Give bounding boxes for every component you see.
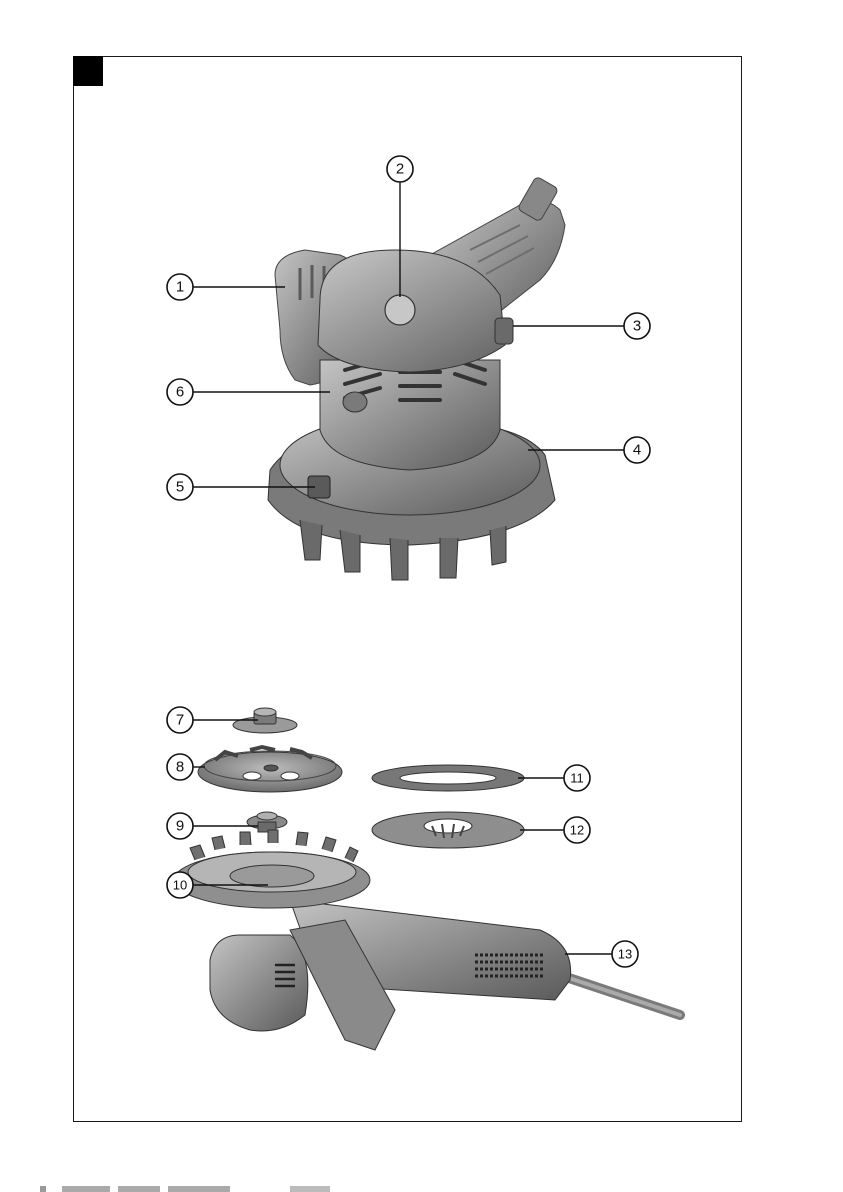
- lock-button: [343, 392, 367, 412]
- callout-9: 9: [167, 813, 193, 839]
- callout-3-label: 3: [633, 318, 641, 335]
- callout-2: 2: [387, 156, 413, 182]
- callout-11-label: 11: [570, 771, 584, 786]
- callout-10-label: 10: [173, 878, 187, 893]
- part-cup-wheel: [198, 747, 342, 792]
- callout-6: 6: [167, 379, 193, 405]
- callout-1-label: 1: [176, 279, 184, 296]
- callout-12-label: 12: [570, 823, 584, 838]
- part-backing-flange: [247, 812, 287, 832]
- callout-5: 5: [167, 474, 193, 500]
- top-button: [385, 295, 415, 325]
- callout-8-label: 8: [176, 759, 184, 776]
- callout-13: 13: [612, 941, 638, 967]
- callout-2-label: 2: [396, 161, 404, 178]
- callout-11: 11: [564, 765, 590, 791]
- callout-8: 8: [167, 754, 193, 780]
- side-adjuster: [495, 318, 513, 344]
- callout-4-label: 4: [633, 442, 641, 459]
- callout-7: 7: [167, 707, 193, 733]
- exploded-parts: [174, 708, 680, 1050]
- part-brush-ring: [372, 765, 524, 791]
- callout-5-label: 5: [176, 479, 184, 496]
- callout-7-label: 7: [176, 712, 184, 729]
- part-support-disc: [372, 812, 524, 848]
- callout-13-label: 13: [618, 947, 632, 962]
- callout-1: 1: [167, 274, 193, 300]
- callout-3: 3: [624, 313, 650, 339]
- callout-4: 4: [624, 437, 650, 463]
- callout-10: 10: [167, 872, 193, 898]
- callout-6-label: 6: [176, 384, 184, 401]
- callout-12: 12: [564, 817, 590, 843]
- assembled-grinder: [268, 176, 565, 580]
- part-tool-body: [174, 830, 680, 1050]
- gear-head: [320, 360, 500, 470]
- callout-9-label: 9: [176, 818, 184, 835]
- footer-print-strip: [0, 1186, 843, 1192]
